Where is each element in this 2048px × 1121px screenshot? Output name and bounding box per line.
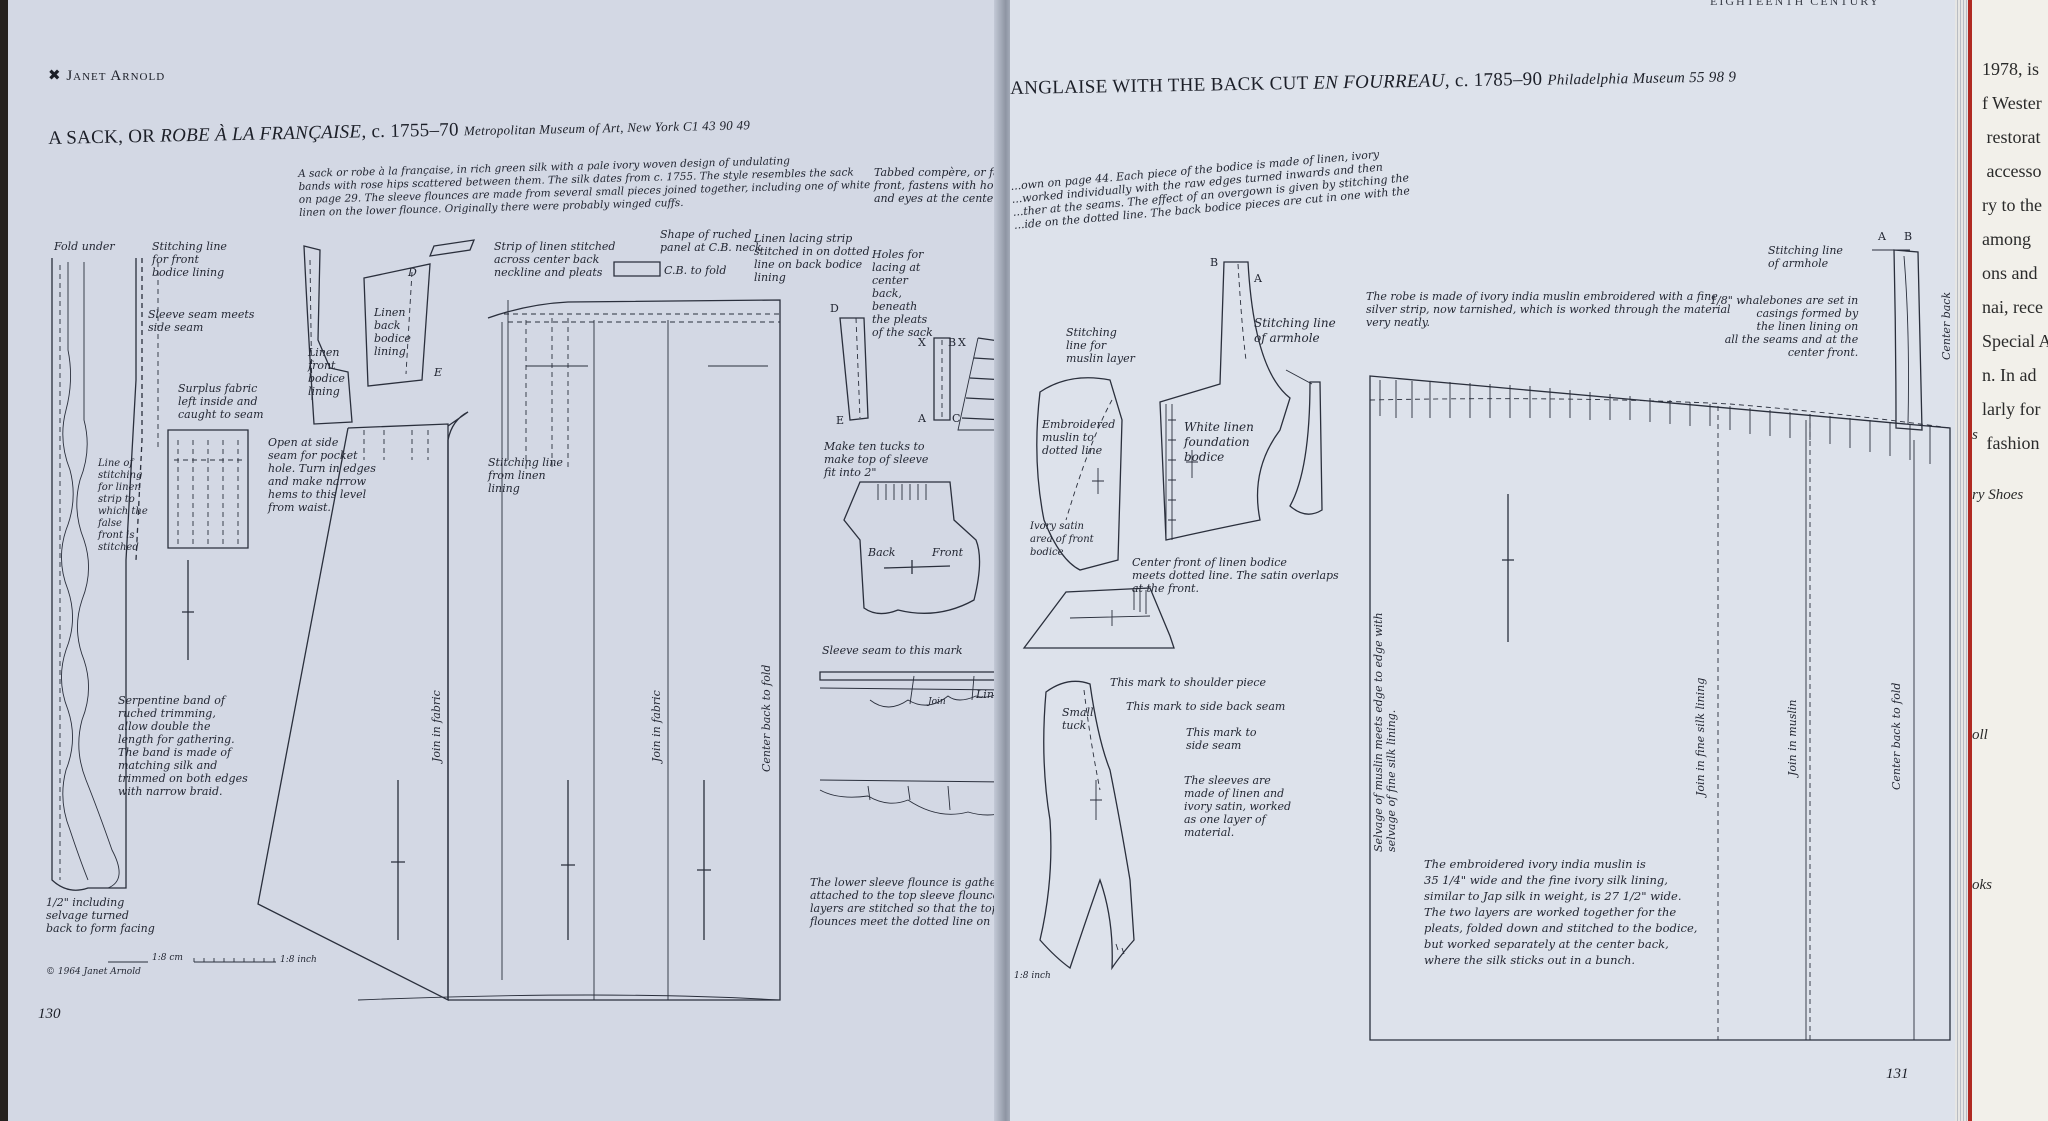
running-head-left-text: Janet Arnold (66, 68, 166, 84)
label-embroidered-note: The embroidered ivory india muslin is 35… (1424, 857, 1698, 967)
label-stitching-front-lining: Stitching line for front bodice lining (152, 240, 227, 279)
label-small-tuck: Small tuck (1062, 706, 1094, 732)
label-center-back-to-fold: Center back to fold (760, 664, 773, 772)
right-pattern-drawing (1022, 249, 1951, 1041)
adjacent-page-italic-text: s ry Shoes oll oks (1972, 427, 2024, 893)
label-selvage-facing: 1/2" including selvage turned back to fo… (46, 896, 155, 935)
label-white-linen-bodice: White linen foundation bodice (1184, 420, 1254, 464)
label-join-fine-silk: Join in fine silk lining (1694, 677, 1707, 796)
label-sleeve-seam-mark: Sleeve seam to this mark (822, 644, 963, 657)
point-d1: D (408, 266, 417, 279)
point-e1: E (434, 366, 443, 379)
copyright: © 1964 Janet Arnold (46, 967, 141, 977)
point-a2: A (1878, 230, 1886, 243)
label-lacing-strip: Linen lacing strip stitched in on dotted… (754, 232, 870, 284)
running-head-right: EIGHTEENTH CENTURY (1710, 0, 1881, 8)
point-d2: D (830, 302, 839, 315)
label-embroidered-muslin: Embroidered muslin to dotted line (1042, 418, 1116, 457)
point-a1: A (1254, 272, 1262, 285)
label-sleeve-back: Back (868, 546, 896, 559)
label-sleeves-made: The sleeves are made of linen and ivory … (1184, 774, 1292, 839)
label-ten-tucks: Make ten tucks to make top of sleeve fit… (824, 440, 929, 479)
folio-right: 131 (1886, 1066, 1909, 1082)
label-stitching-muslin-layer: Stitching line for muslin layer (1066, 326, 1135, 365)
page-edges (1955, 0, 1969, 1121)
point-b: B (948, 336, 957, 349)
point-b1: B (1210, 256, 1219, 269)
red-page-edge (1968, 0, 1974, 1121)
label-stitching-linen-lining: Stitching line from linen lining (488, 456, 563, 495)
label-scale-right: 1:8 inch (1014, 971, 1051, 981)
right-page: EIGHTEENTH CENTURY ANGLAISE WITH THE BAC… (1010, 0, 1972, 1121)
label-cb-to-fold: C.B. to fold (664, 264, 727, 277)
point-a: A (918, 412, 926, 425)
label-strip-of-linen: Strip of linen stitched across center ba… (494, 240, 616, 279)
label-serpentine-band: Serpentine band of ruched trimming, allo… (118, 694, 248, 798)
label-scale-cm: 1:8 cm (152, 953, 183, 963)
label-ivory-satin: Ivory satin area of front bodice (1030, 521, 1094, 558)
label-fold-under: Fold under (54, 240, 115, 253)
adjacent-book-page: 1978, is f Wester restorat accesso ry to… (1972, 0, 2048, 1121)
label-selvage-muslin: Selvage of muslin meets edge to edge wit… (1372, 612, 1398, 852)
label-join-in-fabric-2: Join in fabric (650, 690, 663, 762)
label-center-front-linen: Center front of linen bodice meets dotte… (1132, 556, 1339, 595)
label-join-in-fabric-1: Join in fabric (430, 690, 443, 762)
label-join-flounce: Join (928, 697, 946, 707)
label-mark-side-seam: This mark to side seam (1186, 726, 1257, 752)
point-x1: X (918, 336, 926, 349)
label-shape-ruched: Shape of ruched panel at C.B. neck (660, 228, 762, 254)
label-center-back: Center back (1940, 291, 1953, 360)
label-mark-shoulder: This mark to shoulder piece (1110, 676, 1267, 689)
left-pattern-drawing (51, 239, 1006, 1002)
label-open-at-side: Open at side seam for pocket hole. Turn … (268, 436, 376, 514)
label-stitching-armhole-cb: Stitching line of armhole (1768, 244, 1843, 270)
label-mark-side-back: This mark to side back seam (1126, 700, 1286, 713)
label-linen-back-lining: Linen back bodice lining (374, 306, 411, 358)
point-x2: X (958, 336, 966, 349)
label-scale-inch: 1:8 inch (280, 955, 317, 965)
label-robe-made: The robe is made of ivory india muslin e… (1366, 290, 1731, 329)
label-stitching-armhole: Stitching line of armhole (1254, 316, 1336, 345)
label-surplus-fabric: Surplus fabric left inside and caught to… (178, 382, 264, 421)
left-page: ✖ Janet Arnold A SACK, OR ROBE À LA FRAN… (8, 0, 1057, 1121)
label-whalebones: 1/8" whalebones are set in casings forme… (1710, 294, 1859, 359)
point-b2: B (1904, 230, 1913, 243)
adjacent-page-text: 1978, is f Wester restorat accesso ry to… (1982, 59, 2048, 453)
label-join-muslin: Join in muslin (1786, 699, 1799, 776)
point-c: C (952, 412, 961, 425)
folio-left: 130 (38, 1006, 61, 1022)
point-e2: E (836, 414, 845, 427)
label-sleeve-seam: Sleeve seam meets side seam (148, 308, 255, 334)
label-linen-front-lining: Linen front bodice lining (308, 346, 345, 398)
label-sleeve-front: Front (932, 546, 964, 559)
label-cb-to-fold-right: Center back to fold (1890, 682, 1903, 790)
label-holes-lacing: Holes for lacing at center back, beneath… (872, 248, 933, 339)
running-head-left: ✖ Janet Arnold (48, 68, 166, 84)
label-line-of-stitching: Line of stitching for linen strip to whi… (98, 458, 148, 553)
